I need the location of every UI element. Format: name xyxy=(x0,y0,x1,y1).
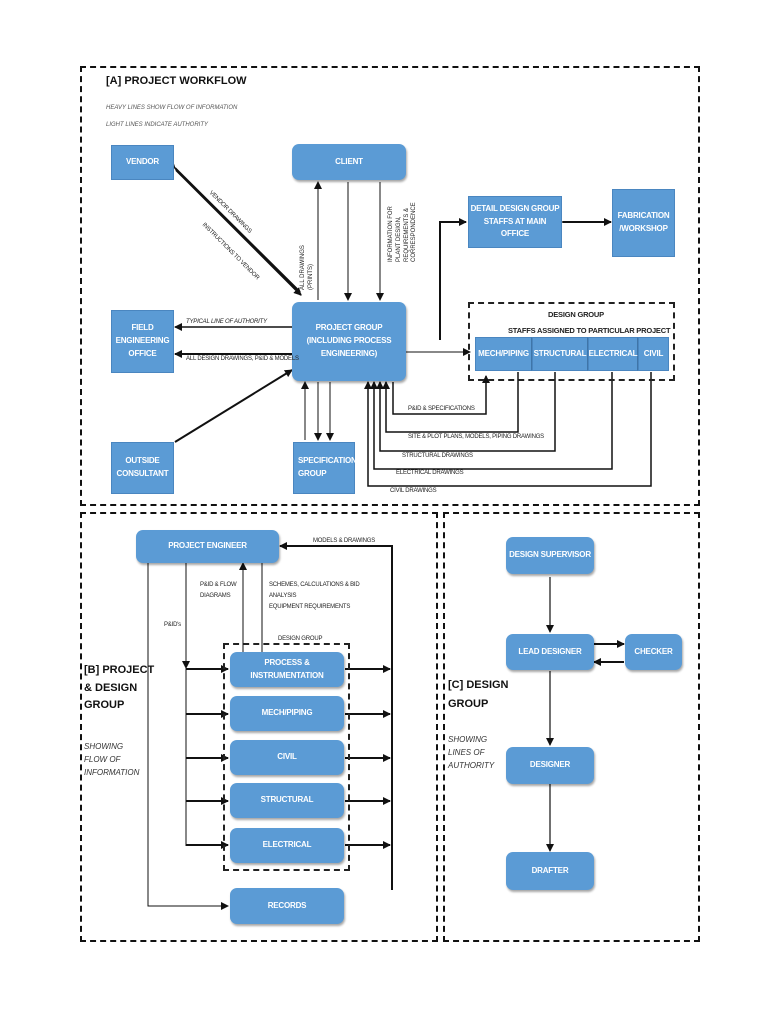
section-c-title: [C] DESIGN GROUP xyxy=(448,679,509,710)
design-group-a-subtitle: STAFFS ASSIGNED TO PARTICULAR PROJECT xyxy=(508,326,671,335)
arrow-instructions-to-vendor xyxy=(175,169,302,296)
box-fabrication-label: FABRICATION /WORKSHOP xyxy=(617,211,670,233)
box-client-label: CLIENT xyxy=(335,156,363,166)
box-specification-group-label: SPECIFICATION GROUP xyxy=(298,456,357,478)
cell-civil-label: CIVIL xyxy=(643,348,664,358)
label-pid-flow-diagrams: P&ID & FLOW DIAGRAMS xyxy=(200,582,237,599)
box-detail-design-group: DETAIL DESIGN GROUP STAFFS AT MAIN OFFIC… xyxy=(468,196,562,248)
box-field-engineering-label: FIELD ENGINEERING OFFICE xyxy=(115,323,170,358)
box-records-label: RECORDS xyxy=(267,900,307,910)
box-drafter: DRAFTER xyxy=(506,852,594,890)
box-civil-b-label: CIVIL xyxy=(277,752,297,762)
section-a-note-light: LIGHT LINES INDICATE AUTHORITY xyxy=(106,122,209,128)
box-electrical-b: ELECTRICAL xyxy=(230,828,344,863)
box-drafter-label: DRAFTER xyxy=(531,865,569,875)
label-design-group-b: DESIGN GROUP xyxy=(278,636,323,642)
section-b-title: [B] PROJECT & DESIGN GROUP xyxy=(84,664,155,712)
box-mech-piping-b-label: MECH/PIPING xyxy=(261,708,313,718)
arrow-to-detail-design xyxy=(439,218,467,340)
box-process-instrumentation-label: PROCESS & INSTRUMENTATION xyxy=(250,657,324,680)
box-designer-label: DESIGNER xyxy=(529,760,571,770)
arrow-site-plot xyxy=(382,372,519,433)
arrow-electrical xyxy=(370,372,613,470)
box-project-group-label: PROJECT GROUP (INCLUDING PROCESS ENGINEE… xyxy=(306,323,392,358)
panel-design-group xyxy=(443,512,700,942)
box-process-instrumentation: PROCESS & INSTRUMENTATION xyxy=(230,652,344,687)
section-a-note-heavy: HEAVY LINES SHOW FLOW OF INFORMATION xyxy=(106,105,238,111)
box-checker-label: CHECKER xyxy=(634,646,673,656)
arrow-structural xyxy=(376,372,556,452)
panel-project-workflow xyxy=(80,66,700,506)
section-a-title: [A] PROJECT WORKFLOW xyxy=(106,75,247,87)
box-civil-b: CIVIL xyxy=(230,740,344,775)
cell-structural: STRUCTURAL xyxy=(532,337,588,371)
arrow-pid-specs xyxy=(392,375,490,415)
box-project-engineer: PROJECT ENGINEER xyxy=(136,530,279,563)
label-models-drawings: MODELS & DRAWINGS xyxy=(313,538,376,544)
box-specification-group: SPECIFICATION GROUP xyxy=(293,442,357,494)
box-design-supervisor-label: DESIGN SUPERVISOR xyxy=(509,550,591,560)
label-electrical-drawings: ELECTRICAL DRAWINGS xyxy=(396,470,464,476)
label-all-design-drawings: ALL DESIGN DRAWINGS, P&ID & MODELS xyxy=(186,356,299,362)
label-pid-specifications: P&ID & SPECIFICATIONS xyxy=(408,406,475,412)
box-vendor-label: VENDOR xyxy=(125,157,160,167)
box-fabrication: FABRICATION /WORKSHOP xyxy=(612,189,675,257)
label-information-plant-design: INFORMATION FOR PLANT DESIGN, REQUIREMEN… xyxy=(388,202,418,262)
box-lead-designer-label: LEAD DESIGNER xyxy=(518,646,582,656)
box-field-engineering: FIELD ENGINEERING OFFICE xyxy=(111,310,174,373)
arrow-pe-records xyxy=(147,563,229,910)
box-project-group: PROJECT GROUP (INCLUDING PROCESS ENGINEE… xyxy=(292,302,406,381)
label-site-plot-plans: SITE & PLOT PLANS, MODELS, PIPING DRAWIN… xyxy=(408,434,544,440)
box-designer: DESIGNER xyxy=(506,747,594,784)
box-records: RECORDS xyxy=(230,888,344,924)
label-schemes-calculations: SCHEMES, CALCULATIONS & BID ANALYSIS EQU… xyxy=(269,582,360,610)
label-pids: P&ID's xyxy=(164,622,181,628)
design-group-a xyxy=(468,302,675,381)
cell-structural-label: STRUCTURAL xyxy=(533,348,587,358)
section-c-subtitle: SHOWING LINES OF AUTHORITY xyxy=(448,735,495,770)
box-design-supervisor: DESIGN SUPERVISOR xyxy=(506,537,594,574)
cell-mech-piping-label: MECH/PIPING xyxy=(478,348,529,358)
box-structural-b: STRUCTURAL xyxy=(230,783,344,818)
box-vendor: VENDOR xyxy=(111,145,174,180)
cell-electrical: ELECTRICAL xyxy=(588,337,638,371)
label-all-drawings: ALL DRAWINGS (PRINTS) xyxy=(300,245,314,290)
panel-project-design-group xyxy=(80,512,438,942)
arrow-civil xyxy=(364,372,652,487)
cell-electrical-label: ELECTRICAL xyxy=(588,348,638,358)
box-outside-consultant-label: OUTSIDE CONSULTANT xyxy=(116,456,169,478)
box-client: CLIENT xyxy=(292,144,406,180)
box-checker: CHECKER xyxy=(625,634,682,670)
section-b-subtitle: SHOWING FLOW OF INFORMATION xyxy=(84,742,140,777)
label-structural-drawings: STRUCTURAL DRAWINGS xyxy=(402,453,473,459)
box-project-engineer-label: PROJECT ENGINEER xyxy=(168,541,247,551)
box-electrical-b-label: ELECTRICAL xyxy=(262,840,312,850)
arrow-consultant xyxy=(174,369,293,443)
box-outside-consultant: OUTSIDE CONSULTANT xyxy=(111,442,174,494)
box-structural-b-label: STRUCTURAL xyxy=(260,795,314,805)
design-group-b xyxy=(223,643,350,871)
cell-mech-piping: MECH/PIPING xyxy=(475,337,532,371)
box-lead-designer: LEAD DESIGNER xyxy=(506,634,594,670)
arrow-models-drawings xyxy=(279,542,393,890)
label-typical-authority: TYPICAL LINE OF AUTHORITY xyxy=(186,319,267,325)
box-detail-design-label: DETAIL DESIGN GROUP STAFFS AT MAIN OFFIC… xyxy=(470,203,560,239)
design-group-a-title: DESIGN GROUP xyxy=(548,310,604,319)
box-mech-piping-b: MECH/PIPING xyxy=(230,696,344,731)
cell-civil: CIVIL xyxy=(638,337,669,371)
label-civil-drawings: CIVIL DRAWINGS xyxy=(390,488,437,494)
